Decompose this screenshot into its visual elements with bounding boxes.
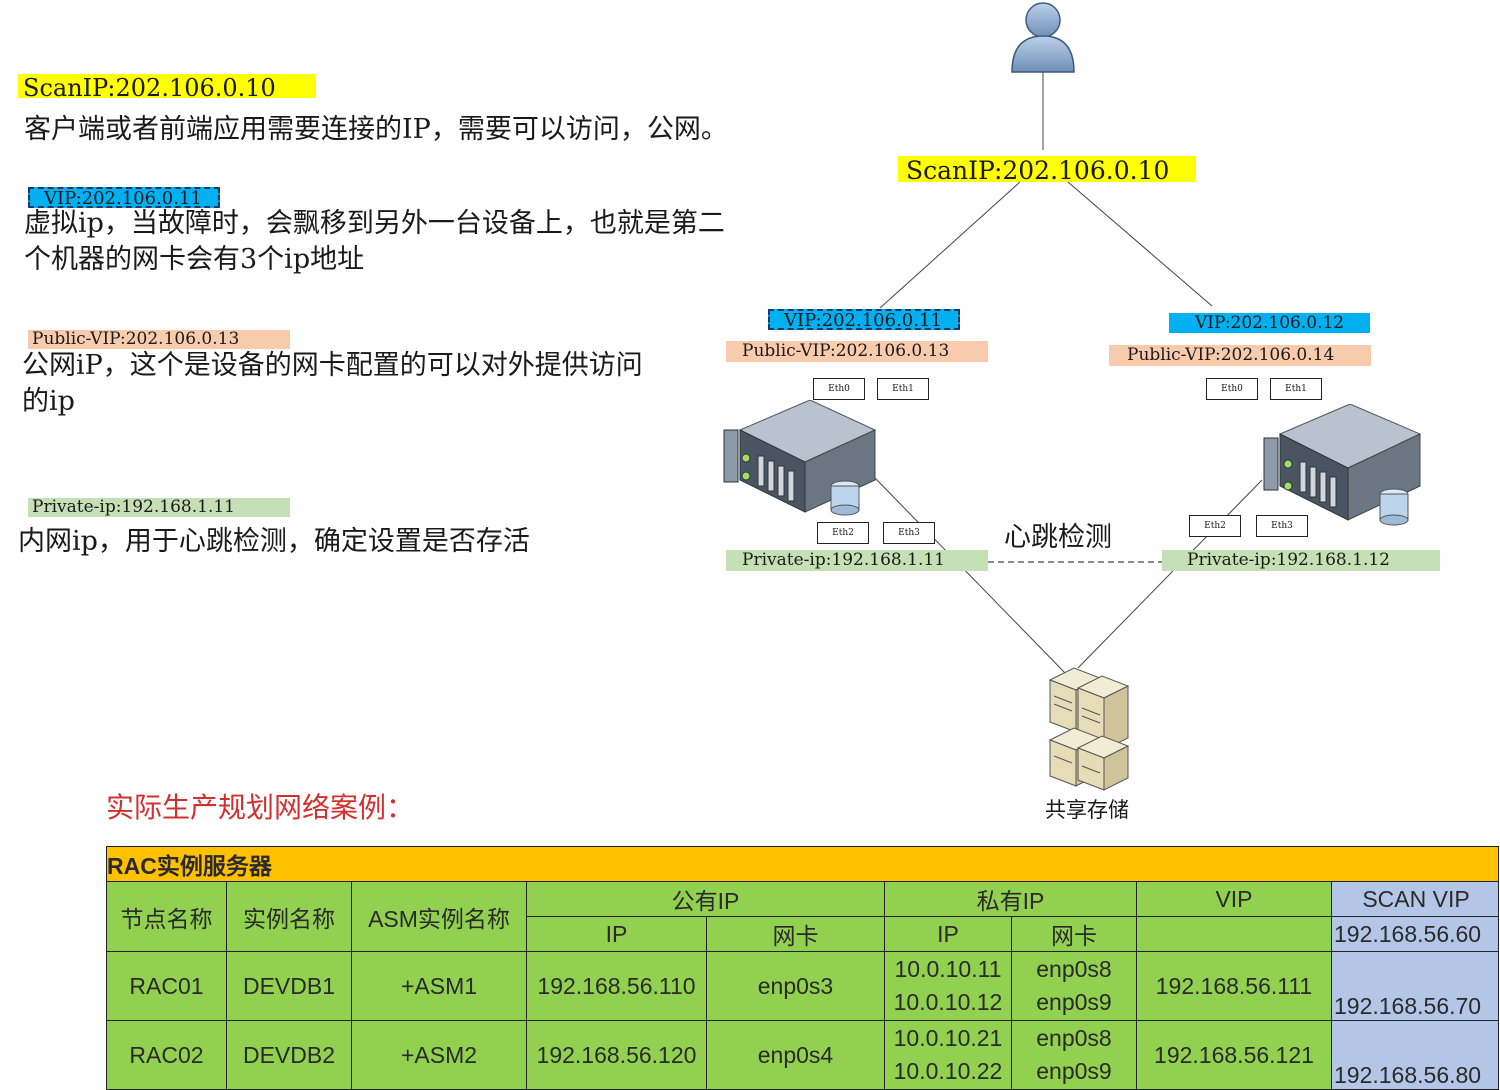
cell-instance: DEVDB2 <box>226 1020 352 1090</box>
th-public-ip: 公有IP <box>526 881 885 917</box>
case-title: 实际生产规划网络案例： <box>106 791 415 824</box>
th-scan-vip: SCAN VIP <box>1330 881 1500 917</box>
shared-storage-icon <box>1048 667 1130 791</box>
node2-public-label: Public-VIP:202.106.0.14 <box>1109 345 1371 366</box>
th-private-ip-addr: IP <box>884 916 1012 952</box>
cell-priv-ip: 10.0.10.21 10.0.10.22 <box>884 1020 1012 1090</box>
cell-pub-nic: enp0s3 <box>706 951 885 1021</box>
diagram-scanip-label: ScanIP:202.106.0.10 <box>898 156 1196 183</box>
node2-private-label: Private-ip:192.168.1.12 <box>1162 550 1440 571</box>
cell-priv-ip-1: 10.0.10.11 <box>894 956 1002 982</box>
th-vip: VIP <box>1136 881 1332 917</box>
cell-priv-nic-1: enp0s8 <box>1036 956 1112 982</box>
node1-private-label: Private-ip:192.168.1.11 <box>726 550 988 571</box>
cell-asm: +ASM2 <box>351 1020 527 1090</box>
heartbeat-label: 心跳检测 <box>1004 522 1112 553</box>
legend-scanip-desc: 客户端或者前端应用需要连接的IP，需要可以访问，公网。 <box>24 114 728 145</box>
node1-server-icon <box>723 400 877 516</box>
node1-vip-label: VIP:202.106.0.11 <box>768 309 960 330</box>
th-asm-name: ASM实例名称 <box>351 881 527 952</box>
scan-vip-2: 192.168.56.70 <box>1330 951 1500 1021</box>
cell-priv-nic: enp0s8 enp0s9 <box>1011 951 1137 1021</box>
node2-eth0: Eth0 <box>1206 378 1258 400</box>
th-node-name: 节点名称 <box>106 881 227 952</box>
cell-priv-nic-2: enp0s9 <box>1036 1058 1112 1084</box>
legend-vip-label: VIP:202.106.0.11 <box>28 187 220 208</box>
legend-private-desc: 内网ip，用于心跳检测，确定设置是否存活 <box>18 526 530 557</box>
node2-eth3: Eth3 <box>1256 515 1308 537</box>
scan-vip-3: 192.168.56.80 <box>1330 1020 1500 1090</box>
cell-asm: +ASM1 <box>351 951 527 1021</box>
cell-vip: 192.168.56.121 <box>1136 1020 1332 1090</box>
legend-public-desc-1: 公网iP，这个是设备的网卡配置的可以对外提供访问 <box>22 350 643 381</box>
legend-scanip-label: ScanIP:202.106.0.10 <box>18 74 316 100</box>
th-private-nic: 网卡 <box>1011 916 1137 952</box>
user-icon <box>1011 2 1075 73</box>
cell-instance: DEVDB1 <box>226 951 352 1021</box>
legend-public-desc-2: 的ip <box>22 386 75 417</box>
node2-eth2: Eth2 <box>1189 515 1241 537</box>
node1-public-label: Public-VIP:202.106.0.13 <box>726 341 988 362</box>
scan-vip-1: 192.168.56.60 <box>1330 916 1500 952</box>
legend-public-label: Public-VIP:202.106.0.13 <box>28 330 290 349</box>
node1-eth0: Eth0 <box>813 378 865 400</box>
rac-table: RAC实例服务器 节点名称 实例名称 ASM实例名称 公有IP 私有IP VIP… <box>106 846 1500 1090</box>
shared-storage-label: 共享存储 <box>1045 798 1129 822</box>
cell-pub-nic: enp0s4 <box>706 1020 885 1090</box>
cell-priv-ip-1: 10.0.10.21 <box>893 1025 1003 1051</box>
th-public-ip-addr: IP <box>526 916 707 952</box>
table-row: RAC02 DEVDB2 +ASM2 192.168.56.120 enp0s4… <box>106 1020 1500 1090</box>
th-instance-name: 实例名称 <box>226 881 352 952</box>
node2-server-icon <box>1263 404 1422 526</box>
cell-node: RAC01 <box>106 951 227 1021</box>
table-row: RAC01 DEVDB1 +ASM1 192.168.56.110 enp0s3… <box>106 951 1500 1021</box>
cell-priv-nic: enp0s8 enp0s9 <box>1011 1020 1137 1090</box>
node2-vip-label: VIP:202.106.0.12 <box>1169 313 1370 333</box>
node2-eth1: Eth1 <box>1270 378 1322 400</box>
legend-private-label: Private-ip:192.168.1.11 <box>28 498 290 517</box>
th-public-nic: 网卡 <box>706 916 885 952</box>
node1-eth3: Eth3 <box>883 522 935 544</box>
cell-priv-ip-2: 10.0.10.22 <box>893 1058 1003 1084</box>
cell-priv-nic-1: enp0s8 <box>1036 1025 1112 1051</box>
th-private-ip: 私有IP <box>884 881 1137 917</box>
node1-eth2: Eth2 <box>817 522 869 544</box>
cell-priv-ip: 10.0.10.11 10.0.10.12 <box>884 951 1012 1021</box>
table-title: RAC实例服务器 <box>106 846 1500 882</box>
cell-node: RAC02 <box>106 1020 227 1090</box>
cell-pub-ip: 192.168.56.110 <box>526 951 707 1021</box>
cell-pub-ip: 192.168.56.120 <box>526 1020 707 1090</box>
cell-priv-ip-2: 10.0.10.12 <box>893 989 1003 1015</box>
th-vip-empty <box>1136 916 1332 952</box>
node1-eth1: Eth1 <box>877 378 929 400</box>
legend-vip-desc-1: 虚拟ip，当故障时，会飘移到另外一台设备上，也就是第二 <box>24 208 725 239</box>
cell-vip: 192.168.56.111 <box>1136 951 1332 1021</box>
legend-vip-desc-2: 个机器的网卡会有3个ip地址 <box>24 244 365 275</box>
cell-priv-nic-2: enp0s9 <box>1036 989 1112 1015</box>
